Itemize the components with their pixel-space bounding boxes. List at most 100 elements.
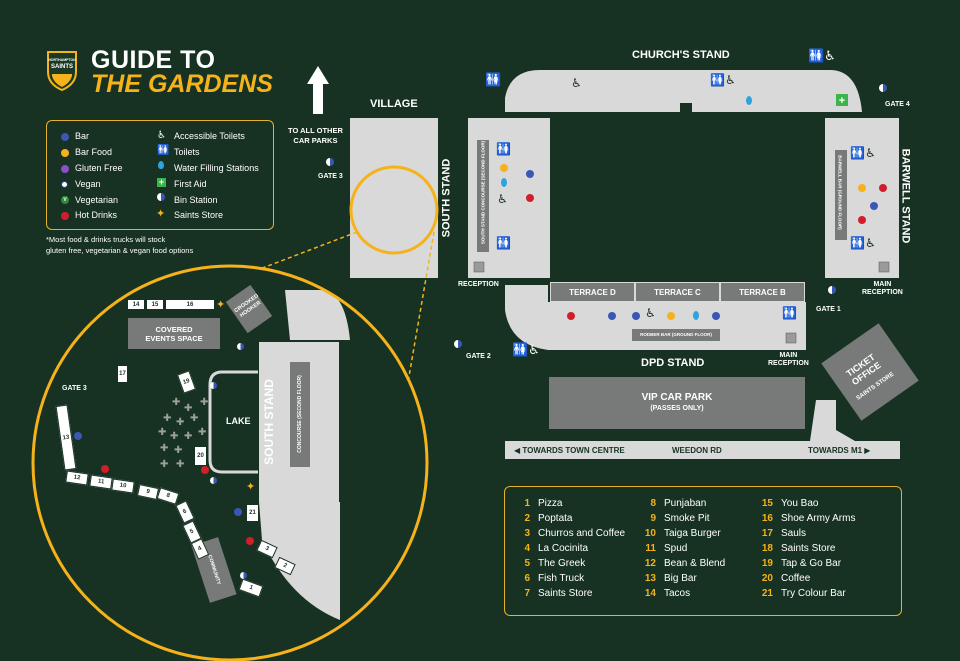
place-number: 16 xyxy=(761,513,773,524)
zoom-bin-icon xyxy=(210,477,217,484)
place-number: 4 xyxy=(524,543,530,554)
reception-label: RECEPTION xyxy=(458,281,499,288)
seating-cross: ✚ xyxy=(184,431,193,442)
village-label: VILLAGE xyxy=(370,98,418,110)
place-name: Sauls xyxy=(781,528,807,539)
zoom-bin-icon xyxy=(237,343,244,350)
seating-cross: ✚ xyxy=(172,397,181,408)
place-number: 9 xyxy=(650,513,656,524)
bar-dot xyxy=(870,202,878,210)
seating-cross: ✚ xyxy=(160,443,169,454)
place-number: 2 xyxy=(524,513,530,524)
place-number: 20 xyxy=(761,573,773,584)
place-number: 8 xyxy=(650,498,656,509)
place-name: Poptata xyxy=(538,513,573,524)
wheelchair-icon: ♿ xyxy=(497,192,508,206)
toilets-icon: 🚻♿ xyxy=(808,48,836,63)
place-name: Taiga Burger xyxy=(664,528,721,539)
place-name: Try Colour Bar xyxy=(781,588,846,599)
place-number: 13 xyxy=(644,573,656,584)
to-car-parks-1: TO ALL OTHER xyxy=(288,126,343,135)
place-name: The Greek xyxy=(538,558,586,569)
covered-2: EVENTS SPACE xyxy=(145,334,203,343)
legend-bar-food: Bar Food xyxy=(75,147,113,157)
to-car-parks-label: TO ALL OTHER CAR PARKS xyxy=(288,126,343,146)
hot-drinks-dot xyxy=(567,312,575,320)
place-number: 7 xyxy=(524,588,530,599)
vegetarian-dot: V xyxy=(61,196,69,204)
place-item: 8 Punjaban xyxy=(640,498,725,513)
gate1-label: GATE 1 xyxy=(816,306,841,313)
food-note-line2: gluten free, vegetarian & vegan food opt… xyxy=(46,246,194,255)
hot-drinks-dot xyxy=(101,465,109,473)
place-name: Smoke Pit xyxy=(664,513,710,524)
place-name: Spud xyxy=(664,543,688,554)
to-car-parks-2: CAR PARKS xyxy=(293,136,338,145)
gate2-label: GATE 2 xyxy=(466,353,491,360)
main-reception-bottom-1: MAIN xyxy=(779,352,798,359)
place-name: Coffee xyxy=(781,573,811,584)
bar-dot xyxy=(234,508,242,516)
toilets-icon: 🚻 xyxy=(496,236,511,250)
terrace-d-label: TERRACE D xyxy=(569,288,616,297)
barwell-bar-label: BARWELL BAR (GROUND FLOOR) xyxy=(835,150,847,240)
barwell-bar-text: BARWELL BAR (GROUND FLOOR) xyxy=(837,155,843,230)
towards-m1-label: TOWARDS M1 ▶ xyxy=(808,446,871,455)
wheelchair-icon: ♿ xyxy=(645,306,656,320)
hot-drinks-dot xyxy=(246,537,254,545)
covered-events-label: COVERED EVENTS SPACE xyxy=(128,325,220,343)
toilets-icon: 🚻♿ xyxy=(850,146,876,160)
vegetarian-mark: V xyxy=(63,197,67,203)
toilets-icon: 🚻♿ xyxy=(512,342,540,357)
hot-drinks-dot xyxy=(526,194,534,202)
place-item: 2 Poptata xyxy=(514,513,625,528)
bar-dot xyxy=(608,312,616,320)
gate1-bin-icon xyxy=(828,286,836,294)
place-name: Punjaban xyxy=(664,498,707,509)
seating-cross: ✚ xyxy=(184,403,193,414)
rodber-bar-label: RODBER BAR (GROUND FLOOR) xyxy=(632,329,720,341)
legend-saints-store: Saints Store xyxy=(174,210,224,220)
bar-dot xyxy=(526,170,534,178)
zoom-concourse-label: CONCOURSE (SECOND FLOOR) xyxy=(297,375,303,453)
main-reception-bottom-2: RECEPTION xyxy=(768,360,809,367)
main-reception-top-2: RECEPTION xyxy=(862,289,903,296)
zoom-bin-icon xyxy=(210,382,217,389)
gate3-bin-icon xyxy=(326,158,334,166)
food-stall: 17 xyxy=(117,365,128,383)
place-name: Saints Store xyxy=(538,588,593,599)
south-stand-label: SOUTH STAND xyxy=(440,158,453,238)
seating-cross: ✚ xyxy=(174,445,183,456)
legend-vegan: Vegan xyxy=(75,179,101,189)
towards-town-label: ◀ TOWARDS TOWN CENTRE xyxy=(514,446,625,455)
place-number: 5 xyxy=(524,558,530,569)
gate4-label: GATE 4 xyxy=(885,101,910,108)
food-note: *Most food & drinks trucks will stock gl… xyxy=(46,234,193,256)
gluten-free-dot xyxy=(61,165,69,173)
seating-cross: ✚ xyxy=(176,459,185,470)
food-stall: 16 xyxy=(165,299,215,310)
food-note-line1: *Most food & drinks trucks will stock xyxy=(46,235,166,244)
legend-water: Water Filling Stations xyxy=(174,163,259,173)
toilets-icon: 🚻♿ xyxy=(850,236,876,250)
vip-car-park-1: VIP CAR PARK xyxy=(641,392,713,403)
place-number: 18 xyxy=(761,543,773,554)
legend-vegetarian: Vegetarian xyxy=(75,195,119,205)
gate3-label: GATE 3 xyxy=(318,173,343,180)
gate4-bin-icon xyxy=(879,84,887,92)
vip-car-park-label: VIP CAR PARK (PASSES ONLY) xyxy=(549,392,805,414)
star-icon: ✦ xyxy=(216,299,226,311)
vip-car-park-2: (PASSES ONLY) xyxy=(650,405,704,412)
bar-food-dot xyxy=(61,149,69,157)
covered-1: COVERED xyxy=(155,325,193,334)
terrace-c-label: TERRACE C xyxy=(654,288,701,297)
main-reception-top-1: MAIN xyxy=(873,281,892,288)
place-item: 20 Coffee xyxy=(757,573,855,588)
place-number: 6 xyxy=(524,573,530,584)
